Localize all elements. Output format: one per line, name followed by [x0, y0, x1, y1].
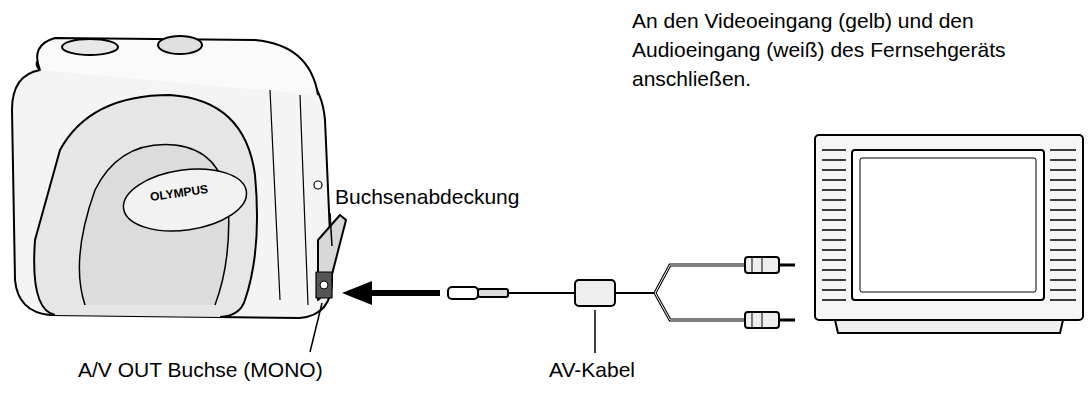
insert-arrow: [342, 281, 440, 305]
part-label: AV-Kabel: [549, 355, 635, 384]
av-cable: [448, 257, 795, 328]
camera-illustration: [12, 36, 346, 318]
part-label: Buchsenabdeckung: [335, 182, 519, 211]
tv-illustration: [815, 135, 1083, 333]
part-label: A/V OUT Buchse (MONO): [78, 355, 323, 384]
instruction-note: An den Videoeingang (gelb) und den Audio…: [632, 6, 1087, 93]
leader-lines: [310, 213, 595, 353]
